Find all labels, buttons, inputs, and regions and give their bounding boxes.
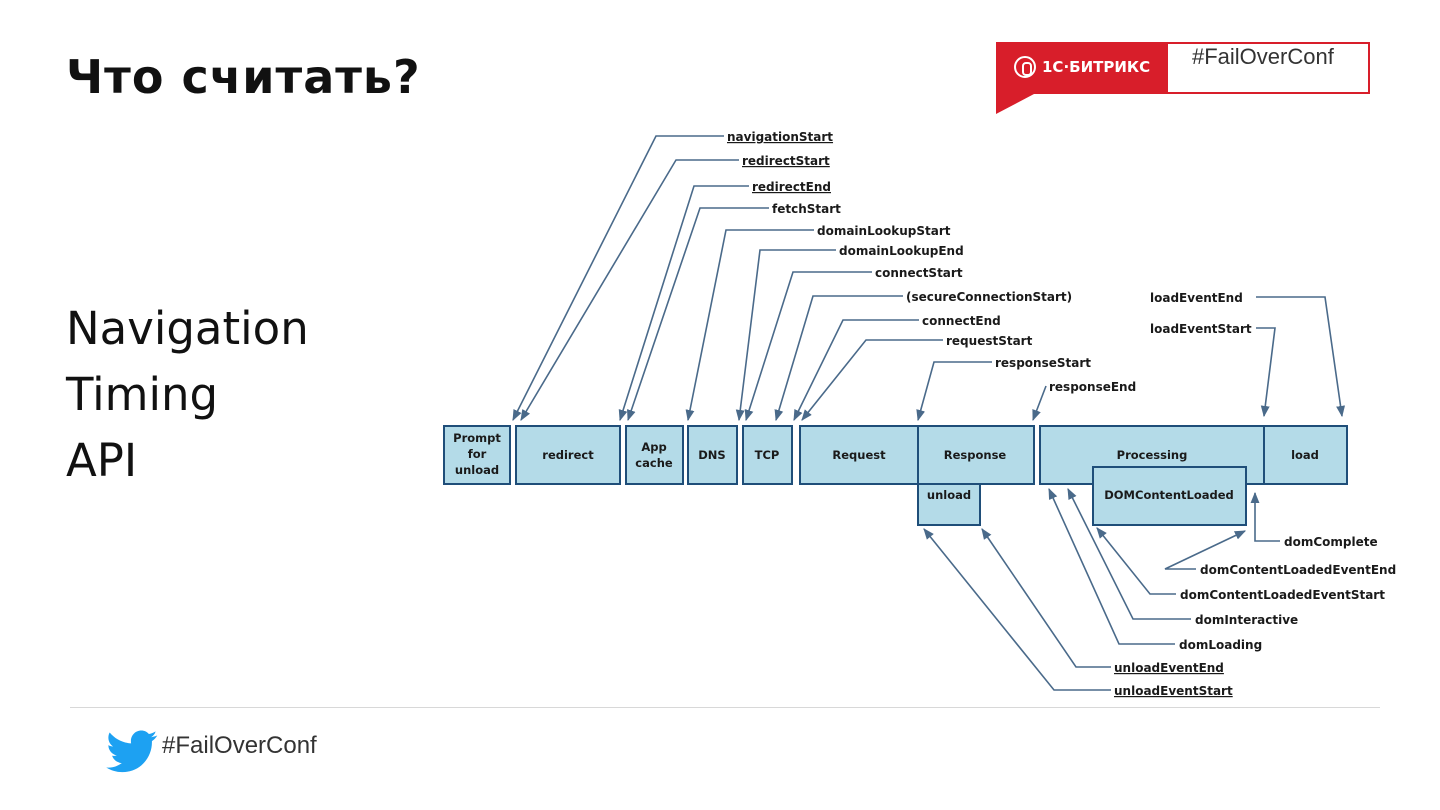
box-response: [917, 425, 1035, 485]
label-domcontentloaded: DOMContentLoaded: [1104, 488, 1234, 502]
event-redirectstart: redirectStart: [742, 154, 830, 168]
event-connectend: connectEnd: [922, 314, 1001, 328]
leader-connectstart: [744, 271, 872, 422]
leader-loadeventstart: [1256, 327, 1276, 418]
label-prompt-2: for: [468, 447, 487, 461]
leader-unloadeventstart: [923, 528, 1111, 691]
subtitle-line-2: Timing: [66, 368, 219, 421]
event-dominteractive: domInteractive: [1195, 613, 1298, 627]
label-appcache-1: App: [641, 440, 666, 454]
leader-unloadeventend: [981, 528, 1111, 668]
leader-redirectstart: [520, 159, 739, 421]
event-connectstart: connectStart: [875, 266, 963, 280]
badge-tail: [996, 94, 1034, 114]
event-domcontentloadedeventstart: domContentLoadedEventStart: [1180, 588, 1385, 602]
twitter-bird-icon: [106, 730, 158, 773]
leader-dominteractive: [1067, 487, 1191, 620]
label-unload: unload: [927, 488, 971, 502]
event-requeststart: requestStart: [946, 334, 1033, 348]
event-unloadeventend: unloadEventEnd: [1114, 661, 1224, 675]
brand-name: 1С·БИТРИКС: [1042, 58, 1151, 76]
brand-logo: 1С·БИТРИКС: [1014, 56, 1150, 78]
box-prompt-for-unload: [443, 425, 511, 485]
leader-domcontentloadedeventend: [1164, 530, 1247, 570]
event-responsestart: responseStart: [995, 356, 1091, 370]
footer-divider: [70, 707, 1380, 708]
leader-loadeventend: [1256, 296, 1346, 418]
badge-frame: [996, 42, 1370, 94]
label-redirect: redirect: [542, 448, 594, 462]
leader-domainlookupstart: [685, 229, 814, 422]
slide-subtitle: Navigation Timing API: [66, 296, 309, 494]
label-processing: Processing: [1117, 448, 1188, 462]
box-tcp: [742, 425, 793, 485]
subtitle-line-1: Navigation: [66, 302, 309, 355]
leader-domcomplete: [1250, 491, 1280, 542]
leader-redirectend: [618, 185, 749, 422]
event-domcontentloadedeventend: domContentLoadedEventEnd: [1200, 563, 1396, 577]
event-navigationstart: navigationStart: [727, 130, 833, 144]
event-loadeventend: loadEventEnd: [1150, 291, 1243, 305]
label-prompt-1: Prompt: [453, 431, 501, 445]
box-domcontentloaded: [1092, 466, 1247, 526]
leader-requeststart: [801, 339, 943, 421]
box-redirect: [515, 425, 621, 485]
event-unloadeventstart: unloadEventStart: [1114, 684, 1233, 698]
event-loadeventstart: loadEventStart: [1150, 322, 1252, 336]
footer: #FailOverConf: [106, 730, 317, 774]
box-app-cache: [625, 425, 684, 485]
leader-domloading: [1048, 487, 1175, 645]
box-request: [799, 425, 919, 485]
box-dns: [687, 425, 738, 485]
event-domcomplete: domComplete: [1284, 535, 1378, 549]
conference-badge: 1С·БИТРИКС #FailOverConf: [996, 42, 1370, 114]
event-domainlookupstart: domainLookupStart: [817, 224, 951, 238]
subtitle-line-3: API: [66, 434, 138, 487]
label-dns: DNS: [698, 448, 725, 462]
slide-title: Что считать?: [66, 50, 421, 104]
footer-hashtag: #FailOverConf: [162, 732, 317, 759]
leader-secureconnectionstart: [774, 295, 903, 422]
event-fetchstart: fetchStart: [772, 202, 841, 216]
leader-navigationstart: [512, 135, 724, 422]
label-tcp: TCP: [755, 448, 780, 462]
bitrix-logo-icon: [1014, 56, 1036, 78]
event-responseend: responseEnd: [1049, 380, 1136, 394]
label-response: Response: [944, 448, 1007, 462]
label-prompt-3: unload: [455, 463, 499, 477]
event-secureconnectionstart: (secureConnectionStart): [906, 290, 1072, 304]
box-load: [1263, 425, 1348, 485]
leader-domainlookupend: [735, 249, 836, 422]
label-appcache-2: cache: [635, 456, 673, 470]
leader-fetchstart: [626, 207, 769, 422]
leader-responseend: [1032, 385, 1047, 422]
leader-responsestart: [916, 361, 992, 422]
event-domloading: domLoading: [1179, 638, 1262, 652]
label-load: load: [1291, 448, 1319, 462]
label-request: Request: [832, 448, 886, 462]
badge-hashtag: #FailOverConf: [1192, 44, 1334, 69]
box-unload: [917, 483, 981, 526]
event-domainlookupend: domainLookupEnd: [839, 244, 964, 258]
leader-domcontentloadedeventstart: [1096, 527, 1176, 595]
leader-connectend: [793, 319, 919, 422]
event-redirectend: redirectEnd: [752, 180, 831, 194]
